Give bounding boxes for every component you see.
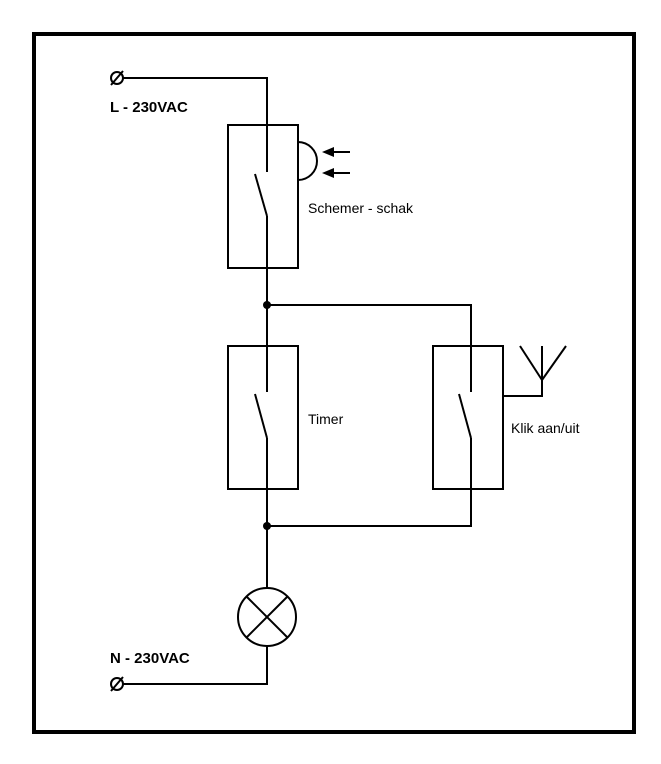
dusk-switch-box — [227, 124, 299, 269]
label-timer: Timer — [308, 411, 344, 427]
terminal-icon-line — [110, 70, 124, 86]
label-dusk-switch: Schemer - schak — [308, 200, 414, 216]
terminal-icon-neutral — [110, 676, 124, 692]
label-line-supply: L - 230VAC — [110, 99, 188, 116]
remote-switch-box — [432, 345, 504, 490]
wire-branch-upper — [267, 304, 472, 346]
timer-blade — [254, 393, 268, 439]
dusk-switch-blade — [254, 173, 268, 217]
antenna-icon — [503, 345, 567, 397]
timer-box — [227, 345, 299, 490]
wire-line-feed — [123, 77, 268, 125]
light-sensor-icon — [297, 141, 350, 181]
wire-neutral-return — [123, 646, 268, 685]
diagram-frame — [32, 32, 636, 734]
label-remote-switch: Klik aan/uit — [511, 420, 580, 436]
remote-switch-blade — [458, 393, 472, 439]
label-neutral-supply: N - 230VAC — [110, 650, 190, 667]
lamp-icon — [237, 587, 297, 647]
wire-branch-lower — [267, 489, 472, 527]
